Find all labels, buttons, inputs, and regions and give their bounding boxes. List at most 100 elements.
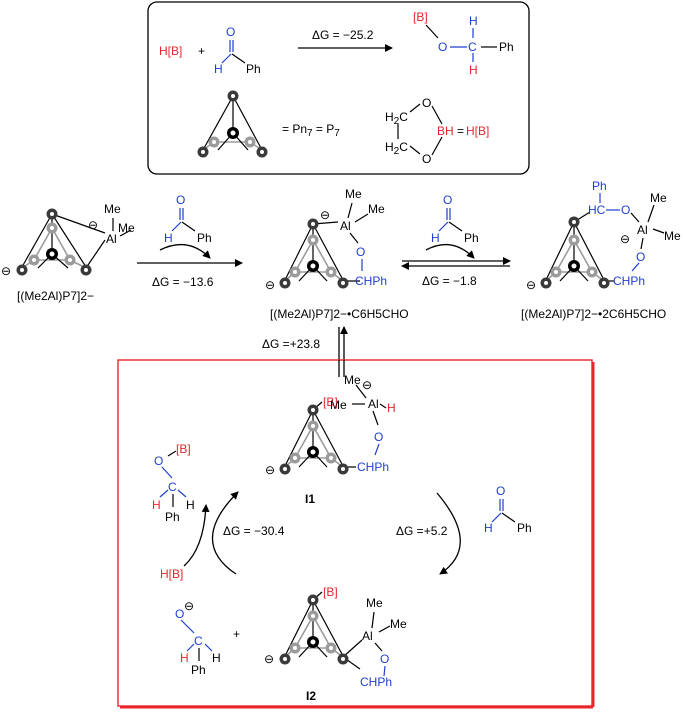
c3-o1: O — [621, 203, 630, 217]
cycle-frame — [117, 359, 593, 707]
compound-3: Ph HC O Al Me Me ⊖ O CHPh ⊖ [(Me2Al)P7]2… — [521, 179, 681, 321]
h2c-top: H2C — [385, 110, 408, 127]
cycle-product: [B] O C H H Ph — [152, 442, 195, 524]
s2-ald-ph: Ph — [464, 231, 479, 245]
right-dg: ΔG =+5.2 — [396, 524, 448, 538]
step-2: O H Ph ΔG = −1.8 — [401, 193, 511, 288]
prod-o: O — [154, 454, 163, 468]
prod-ph: Ph — [165, 510, 180, 524]
compound-3-label: [(Me2Al)P7]2−•2C6H5CHO — [521, 307, 666, 321]
p7-legend-cage — [197, 90, 268, 158]
prod-b: [B] — [176, 442, 191, 456]
s1-ald-ph: Ph — [197, 231, 212, 245]
c3-charge-p: ⊖ — [526, 278, 536, 292]
step-1-dg: ΔG = −13.6 — [152, 275, 214, 289]
cycle-box: [B] Al Me Me ⊖ H O CHPh ⊖ I1 ΔG =+5.2 O … — [117, 359, 595, 709]
compound-2: Al Me Me ⊖ O CHPh ⊖ [(Me2Al)P7]2−•C6H5CH… — [265, 187, 409, 321]
s2-ald-o: O — [443, 193, 452, 207]
product-o: O — [438, 40, 447, 54]
cycle-right-arrow — [436, 492, 461, 575]
alk-charge: ⊖ — [184, 599, 194, 613]
c2-chph: CHPh — [355, 274, 387, 288]
i2-b: [B] — [323, 585, 338, 599]
plus-sign: + — [198, 44, 205, 58]
alk-ph: Ph — [191, 663, 206, 677]
i1-chph: CHPh — [357, 460, 389, 474]
cycle-plus: + — [233, 627, 240, 641]
c1-charge-al: ⊖ — [88, 218, 98, 232]
i1-b: [B] — [323, 395, 338, 409]
s1-ald-h: H — [164, 231, 173, 245]
s1-ald-o: O — [176, 193, 185, 207]
intermediate-i2: [B] Al Me Me O CHPh ⊖ I2 — [264, 585, 407, 703]
compound-1: Al Me Me ⊖ ⊖ [(Me2Al)P7]2− — [1, 202, 135, 303]
i2-al: Al — [362, 629, 373, 643]
hb-reactant: H[B] — [159, 44, 182, 58]
pinacolborane: H2C H2C O O BH = H[B] — [385, 96, 489, 166]
r-ald-ph: Ph — [517, 521, 532, 535]
i1-me-a: Me — [344, 373, 361, 387]
product-c: C — [468, 40, 477, 54]
benzaldehyde-inset: O H Ph — [214, 25, 261, 76]
inset-product: [B] O C H H Ph — [413, 10, 514, 77]
r-ald-h: H — [484, 521, 493, 535]
pin-eq: = — [457, 124, 464, 138]
c2-me-b: Me — [368, 202, 385, 216]
prod-h2: H — [186, 498, 195, 512]
aldehyde-h: H — [214, 62, 223, 76]
i2-me-a: Me — [366, 596, 383, 610]
h2c-bot: H2C — [385, 140, 408, 157]
c3-al: Al — [637, 223, 648, 237]
c3-h: HC — [588, 203, 606, 217]
i1-charge-al: ⊖ — [362, 378, 372, 392]
left-hb: H[B] — [160, 567, 183, 581]
c2-charge-al: ⊖ — [320, 208, 330, 222]
c2-al: Al — [340, 219, 351, 233]
intermediate-i1: [B] Al Me Me ⊖ H O CHPh ⊖ I1 — [265, 373, 396, 506]
alk-c: C — [194, 634, 203, 648]
alk-h1: H — [180, 651, 189, 665]
pin-bh: BH — [437, 124, 454, 138]
step-2-dg: ΔG = −1.8 — [422, 274, 477, 288]
c3-charge-al: ⊖ — [620, 232, 630, 246]
legend-pn7: = Pn7 = P7 — [282, 122, 340, 139]
i2-charge-p: ⊖ — [264, 652, 274, 666]
product-h-bot: H — [469, 63, 478, 77]
product-b: [B] — [413, 10, 428, 24]
pin-o-top: O — [422, 96, 431, 110]
alk-o: O — [175, 607, 184, 621]
c2-charge-p: ⊖ — [265, 278, 275, 292]
aldehyde-o: O — [226, 25, 235, 39]
aldehyde-ph: Ph — [246, 62, 261, 76]
step-1: O H Ph ΔG = −13.6 — [137, 193, 243, 289]
c3-me-a: Me — [650, 191, 667, 205]
i1-me-b: Me — [330, 398, 347, 412]
left-dg: ΔG = −30.4 — [223, 524, 285, 538]
cycle-left-step: H[B] ΔG = −30.4 — [160, 491, 285, 581]
compound-1-label: [(Me2Al)P7]2− — [17, 289, 94, 303]
c2-me-a: Me — [345, 187, 362, 201]
i1-o: O — [374, 430, 383, 444]
prod-h1: H — [152, 498, 161, 512]
inset-frame — [147, 1, 530, 175]
c3-me-b: Me — [664, 229, 681, 243]
prod-c: C — [168, 480, 177, 494]
product-ph: Ph — [499, 40, 514, 54]
i1-al: Al — [368, 397, 379, 411]
c1-charge-p: ⊖ — [1, 264, 11, 278]
i2-me-b: Me — [390, 617, 407, 631]
i1-h: H — [387, 401, 396, 415]
c3-o2: O — [636, 250, 645, 264]
i2-chph: CHPh — [360, 675, 392, 689]
pin-hb: H[B] — [466, 124, 489, 138]
r-ald-o: O — [496, 484, 505, 498]
i2-o: O — [380, 652, 389, 666]
pin-o-bot: O — [422, 152, 431, 166]
inset-dg: ΔG = −25.2 — [312, 28, 374, 42]
c1-me-a: Me — [104, 202, 121, 216]
c1-al: Al — [106, 232, 117, 246]
i1-charge-p: ⊖ — [265, 463, 275, 477]
c1-me-b: Me — [118, 221, 135, 235]
c3-chph: CHPh — [613, 274, 645, 288]
